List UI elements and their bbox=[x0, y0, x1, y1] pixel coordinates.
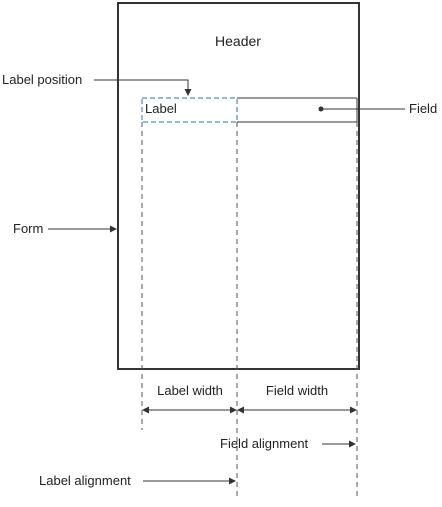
field-annotation: Field bbox=[409, 101, 438, 116]
label-text: Label bbox=[145, 101, 177, 116]
field-width-annotation: Field width bbox=[265, 383, 329, 398]
form-annotation: Form bbox=[13, 221, 44, 236]
header-text: Header bbox=[215, 33, 261, 49]
label-box bbox=[141, 97, 238, 123]
label-position-annotation: Label position bbox=[2, 72, 83, 87]
form-box bbox=[117, 2, 360, 370]
label-position-arrow bbox=[94, 79, 192, 96]
label-alignment-annotation: Label alignment bbox=[39, 473, 131, 488]
label-width-annotation: Label width bbox=[157, 383, 223, 398]
field-alignment-annotation: Field alignment bbox=[220, 436, 309, 451]
field-arrow-dot bbox=[318, 106, 324, 112]
